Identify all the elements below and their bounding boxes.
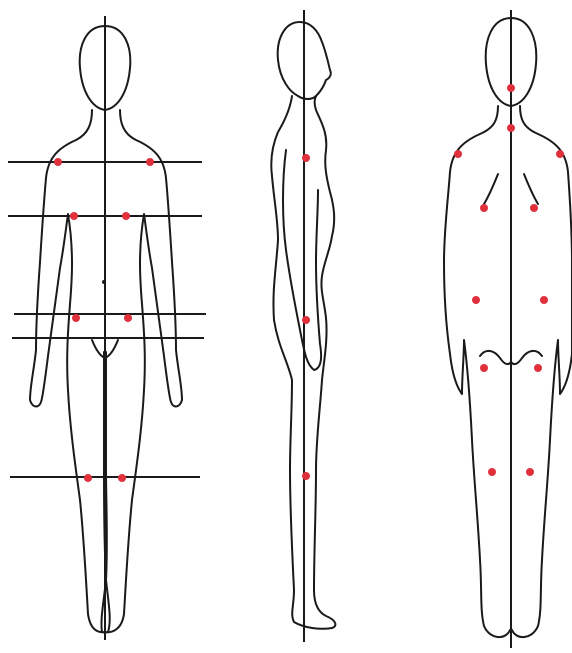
- side-arm-outline: [283, 150, 321, 370]
- side-hip-landmark: [302, 316, 310, 324]
- front-right-knee-landmark: [118, 474, 126, 482]
- back-right-shoulder-landmark: [556, 150, 564, 158]
- back-right-scapula-line: [524, 174, 538, 204]
- back-left-elbow-landmark: [472, 296, 480, 304]
- back-right-elbow-landmark: [540, 296, 548, 304]
- back-left-scapula-landmark: [480, 204, 488, 212]
- back-right-scapula-landmark: [530, 204, 538, 212]
- back-right-knee-landmark: [526, 468, 534, 476]
- front-right-hip-landmark: [124, 314, 132, 322]
- back-left-shoulder-landmark: [454, 150, 462, 158]
- side-knee-landmark: [302, 472, 310, 480]
- back-neck-landmark: [507, 84, 515, 92]
- front-left-shoulder-landmark: [54, 158, 62, 166]
- back-view-figure: [444, 10, 572, 648]
- back-upper-spine-landmark: [507, 124, 515, 132]
- front-view-figure: [8, 16, 206, 640]
- front-right-chest-landmark: [122, 212, 130, 220]
- back-left-scapula-line: [484, 174, 498, 204]
- front-left-hip-landmark: [72, 314, 80, 322]
- back-left-knee-landmark: [488, 468, 496, 476]
- back-body-outline: [444, 106, 572, 637]
- front-right-shoulder-landmark: [146, 158, 154, 166]
- side-shoulder-landmark: [302, 154, 310, 162]
- front-left-chest-landmark: [70, 212, 78, 220]
- front-left-knee-landmark: [84, 474, 92, 482]
- side-view-figure: [271, 10, 335, 642]
- back-right-hip-landmark: [534, 364, 542, 372]
- back-left-hip-landmark: [480, 364, 488, 372]
- front-navel-mark: [102, 280, 106, 284]
